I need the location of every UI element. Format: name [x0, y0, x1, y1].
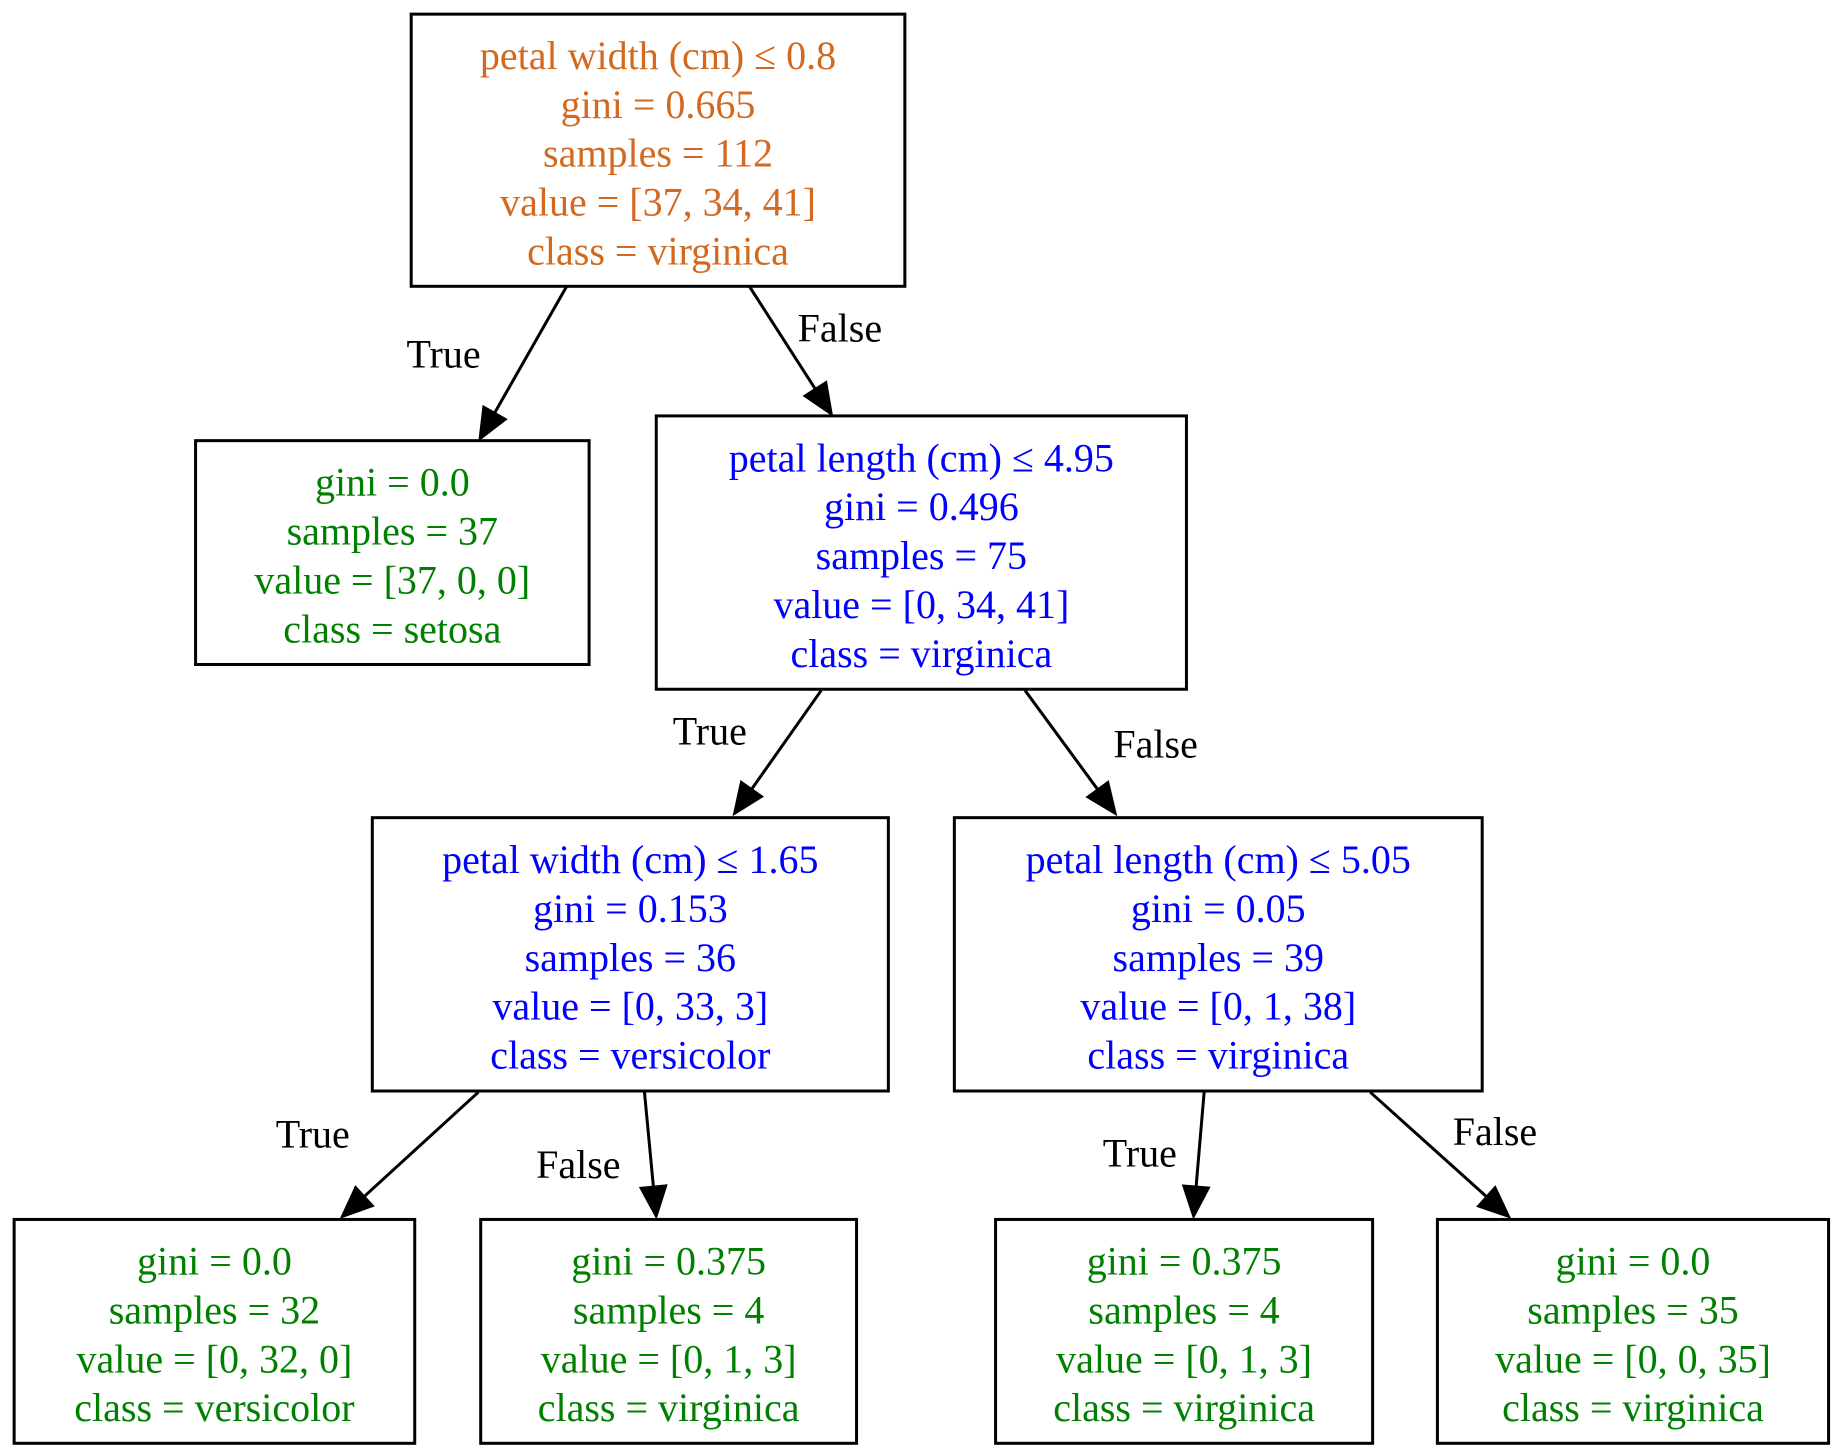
edge-split_width_165-to-leaf_versicolor_32: True: [276, 1091, 480, 1219]
edge-split_length_505-to-leaf_virginica_35: False: [1369, 1091, 1537, 1219]
node-line: samples = 75: [816, 533, 1027, 578]
node-line: samples = 4: [573, 1287, 764, 1332]
node-line: petal length (cm) ≤ 4.95: [729, 435, 1114, 480]
node-line: samples = 36: [525, 935, 736, 980]
edge-split_length_495-to-split_width_165: True: [673, 689, 823, 817]
node-line: gini = 0.153: [533, 886, 728, 931]
edge-line: [642, 1092, 655, 1187]
node-line: petal width (cm) ≤ 1.65: [442, 837, 818, 882]
arrowhead-icon: [339, 1185, 375, 1219]
node-line: samples = 37: [287, 509, 498, 554]
node-line: samples = 32: [109, 1287, 320, 1332]
node-box: [952, 816, 1484, 1093]
edge-label-false: False: [536, 1142, 620, 1187]
arrowhead-icon: [1085, 780, 1118, 817]
arrowhead-icon: [638, 1184, 668, 1220]
node-line: gini = 0.0: [1556, 1239, 1711, 1284]
node-line: class = virginica: [1087, 1033, 1349, 1078]
node-line: samples = 4: [1088, 1287, 1279, 1332]
edge-label-true: True: [1103, 1130, 1177, 1175]
node-box: [194, 439, 591, 667]
arrowhead-icon: [1476, 1185, 1512, 1219]
node-line: class = setosa: [283, 606, 501, 651]
edge-label-false: False: [1113, 722, 1197, 767]
node-line: value = [37, 0, 0]: [254, 558, 530, 603]
edge-line: [1194, 1092, 1206, 1187]
node-line: class = virginica: [1053, 1385, 1315, 1430]
edge-root-to-setosa_leaf: True: [406, 285, 569, 442]
node-line: class = virginica: [1502, 1385, 1764, 1430]
node-box: [654, 414, 1188, 691]
node-box: [1435, 1217, 1831, 1445]
node-line: class = versicolor: [74, 1385, 354, 1430]
node-line: value = [0, 32, 0]: [77, 1336, 353, 1381]
node-line: petal width (cm) ≤ 0.8: [480, 33, 836, 78]
node-box: [994, 1217, 1375, 1445]
edge-label-false: False: [1453, 1109, 1537, 1154]
edge-label-true: True: [406, 332, 480, 377]
node-line: gini = 0.375: [1087, 1239, 1282, 1284]
edge-line: [493, 285, 569, 414]
edge-label-true: True: [276, 1112, 350, 1157]
node-line: class = virginica: [527, 229, 789, 274]
node-line: value = [0, 34, 41]: [773, 582, 1069, 627]
edge-line: [750, 689, 823, 790]
arrowhead-icon: [732, 779, 765, 817]
edge-split_width_165-to-leaf_virginica_4a: False: [536, 1092, 668, 1220]
node-line: class = virginica: [790, 631, 1052, 676]
node-line: value = [0, 1, 3]: [541, 1336, 797, 1381]
node-line: value = [0, 33, 3]: [492, 984, 768, 1029]
edge-line: [1369, 1091, 1488, 1198]
node-line: samples = 39: [1113, 935, 1324, 980]
node-line: value = [0, 1, 3]: [1056, 1336, 1312, 1381]
node-line: samples = 112: [543, 131, 773, 176]
arrowhead-icon: [1181, 1184, 1211, 1220]
edge-label-true: True: [673, 709, 747, 754]
node-line: gini = 0.0: [137, 1239, 292, 1284]
edge-line: [363, 1091, 480, 1198]
edge-line: [748, 285, 817, 390]
node-box: [12, 1217, 417, 1445]
node-line: value = [0, 0, 35]: [1495, 1336, 1771, 1381]
node-line: gini = 0.375: [571, 1239, 766, 1284]
edge-root-to-split_length_495: False: [748, 285, 882, 417]
arrowhead-icon: [478, 404, 508, 442]
node-line: gini = 0.496: [824, 484, 1019, 529]
node-box: [409, 12, 907, 288]
node-line: petal length (cm) ≤ 5.05: [1026, 837, 1411, 882]
arrowhead-icon: [802, 380, 834, 417]
node-box: [479, 1217, 859, 1445]
node-line: class = virginica: [538, 1385, 800, 1430]
edge-label-false: False: [798, 306, 882, 351]
node-box: [370, 816, 890, 1093]
edge-split_length_505-to-leaf_virginica_4b: True: [1103, 1092, 1211, 1220]
node-line: gini = 0.05: [1131, 886, 1306, 931]
node-line: class = versicolor: [490, 1033, 770, 1078]
node-line: samples = 35: [1527, 1287, 1738, 1332]
node-line: gini = 0.665: [561, 82, 756, 127]
edge-split_length_495-to-split_length_505: False: [1023, 689, 1198, 817]
node-line: value = [0, 1, 38]: [1080, 984, 1356, 1029]
edge-line: [1023, 689, 1099, 791]
node-line: gini = 0.0: [315, 460, 470, 505]
node-line: value = [37, 34, 41]: [500, 180, 816, 225]
